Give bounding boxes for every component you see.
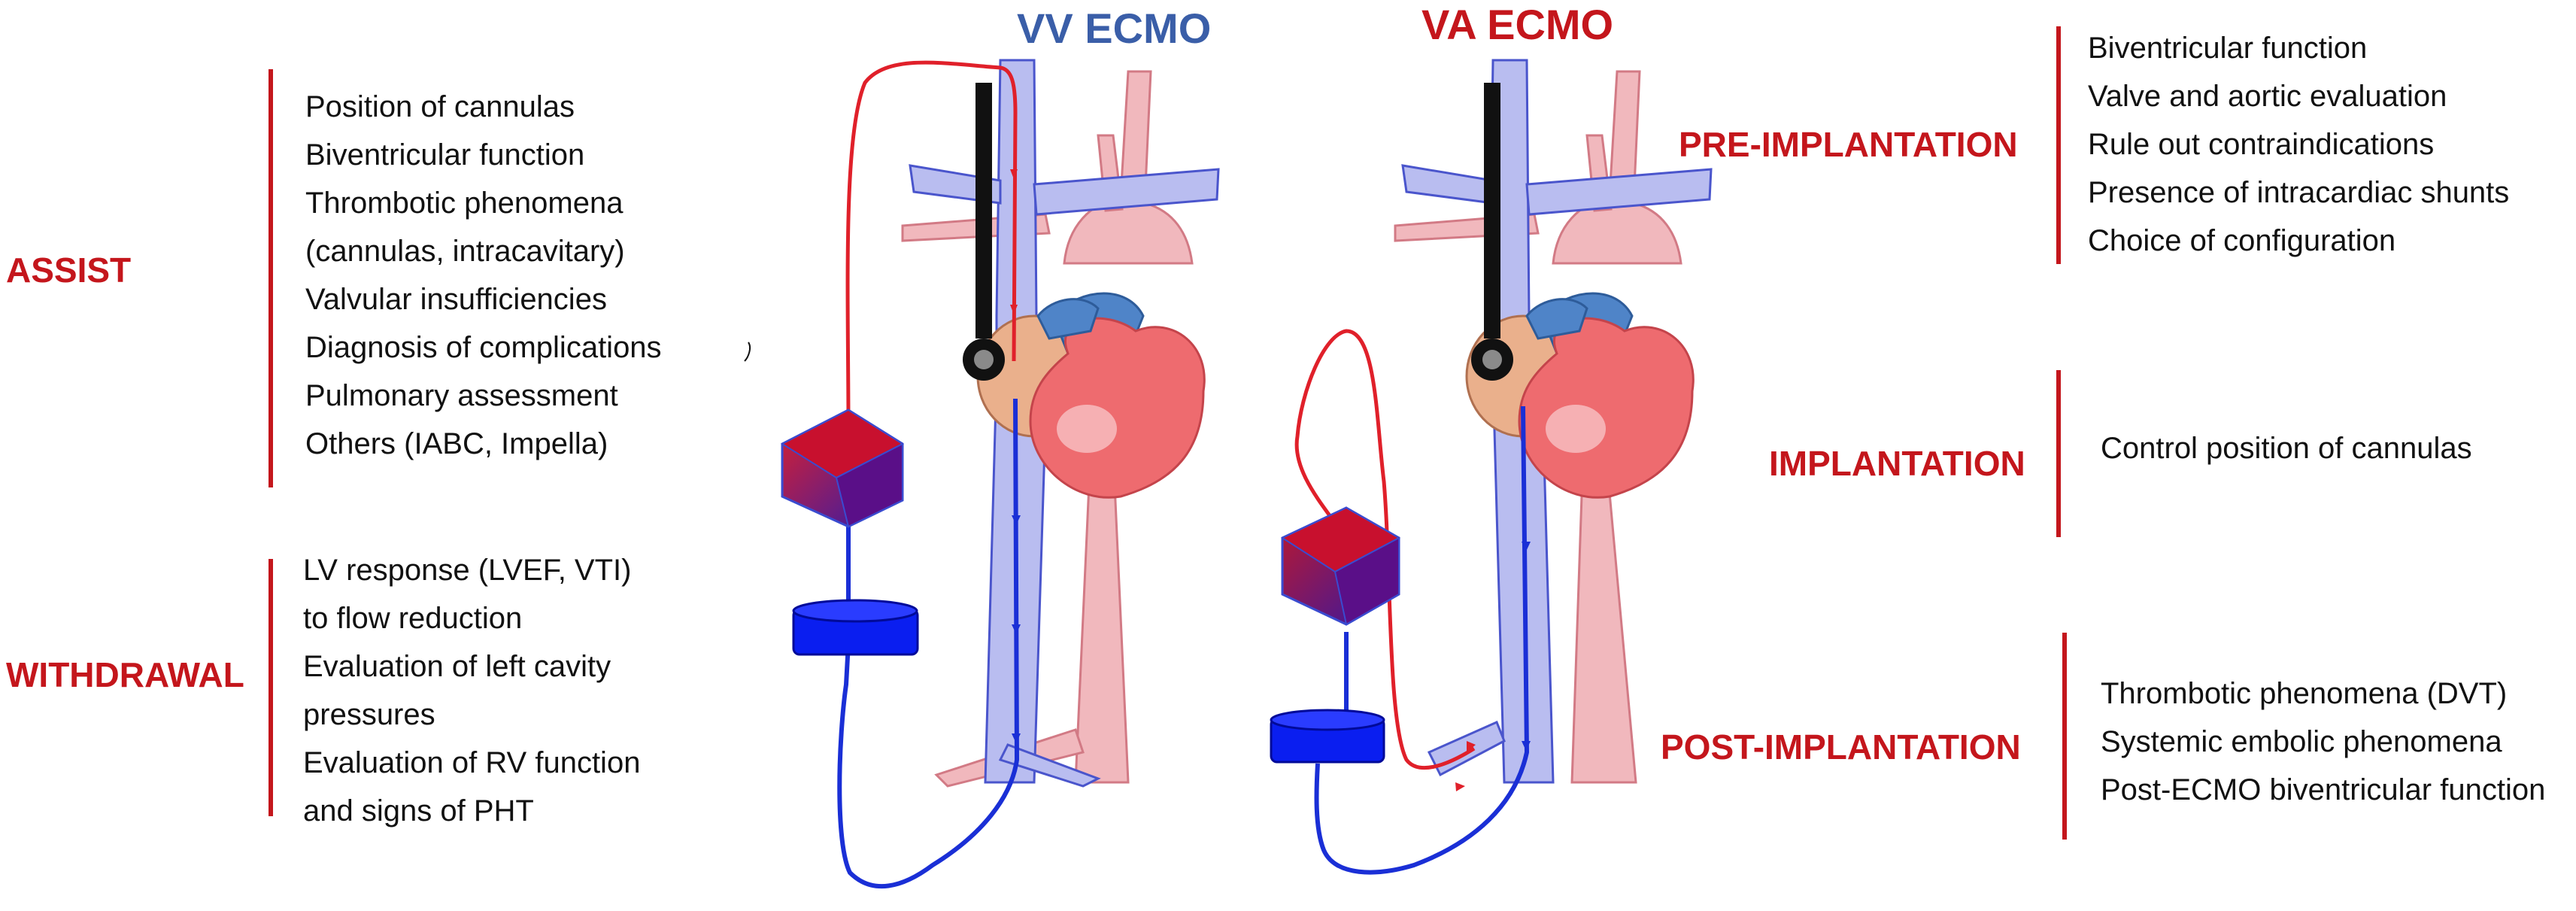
withdrawal-list: LV response (LVEF, VTI) to flow reductio… [303, 546, 640, 835]
list-item: Others (IABC, Impella) [305, 427, 608, 460]
list-item: Biventricular function [2088, 32, 2368, 65]
assist-label: ASSIST [6, 251, 132, 290]
list-item: Biventricular function [305, 138, 585, 172]
post-implantation-label: POST-IMPLANTATION [1661, 727, 2021, 767]
list-item: Evaluation of RV function [303, 746, 641, 779]
va-drainage-cannula [1314, 405, 1530, 875]
list-item: to flow reduction [303, 602, 523, 635]
list-item: Evaluation of left cavity [303, 650, 611, 683]
list-item: LV response (LVEF, VTI) [303, 554, 632, 587]
vv-ultrasound-probe-icon [963, 83, 1005, 381]
assist-bracket [269, 69, 273, 487]
va-oxygenator-icon [1280, 506, 1401, 626]
list-item: Position of cannulas [305, 90, 575, 123]
list-item: Rule out contraindications [2088, 128, 2435, 161]
va-return-cannula [1294, 329, 1476, 770]
list-item: Valvular insufficiencies [305, 283, 607, 316]
list-item: Presence of intracardiac shunts [2088, 176, 2510, 209]
va-ecmo-title: VA ECMO [1422, 1, 1614, 48]
list-item: Pulmonary assessment [305, 379, 618, 412]
vv-return-cannula [845, 60, 1018, 426]
list-item: Thrombotic phenomena [305, 187, 624, 220]
post-implantation-list: Thrombotic phenomena (DVT) Systemic embo… [2101, 670, 2545, 814]
list-item: pressures [303, 698, 435, 731]
list-item: Thrombotic phenomena (DVT) [2101, 677, 2508, 710]
list-item: Systemic embolic phenomena [2101, 725, 2502, 758]
list-item: Diagnosis of complications [305, 331, 662, 364]
pre-implantation-bracket [2056, 26, 2061, 264]
vv-heart [976, 292, 1206, 499]
pre-implantation-label: PRE-IMPLANTATION [1679, 125, 2018, 164]
vv-ecmo-title: VV ECMO [1017, 5, 1212, 52]
vv-drainage-cannula [837, 398, 1020, 889]
list-item: Post-ECMO biventricular function [2101, 773, 2546, 806]
va-ecmo-diagram [1270, 59, 1713, 875]
va-ultrasound-probe-icon [1471, 83, 1513, 381]
assist-list: Position of cannulas Biventricular funct… [305, 83, 662, 468]
vv-ecmo-diagram [780, 59, 1220, 889]
implantation-bracket [2056, 370, 2061, 537]
post-implantation-bracket [2062, 633, 2067, 840]
pre-implantation-list: Biventricular function Valve and aortic … [2088, 24, 2509, 265]
list-item: Control position of cannulas [2101, 432, 2472, 465]
withdrawal-label: WITHDRAWAL [6, 655, 244, 694]
list-item: Valve and aortic evaluation [2088, 80, 2447, 113]
list-item: Choice of configuration [2088, 224, 2396, 257]
va-pump-icon [1270, 709, 1385, 764]
withdrawal-bracket [269, 559, 273, 816]
list-item: (cannulas, intracavitary) [305, 235, 625, 268]
implantation-label: IMPLANTATION [1769, 444, 2025, 483]
vv-oxygenator-icon [780, 408, 905, 528]
vv-pump-icon [792, 599, 919, 656]
list-item: and signs of PHT [303, 794, 534, 827]
implantation-list: Control position of cannulas [2101, 424, 2472, 472]
